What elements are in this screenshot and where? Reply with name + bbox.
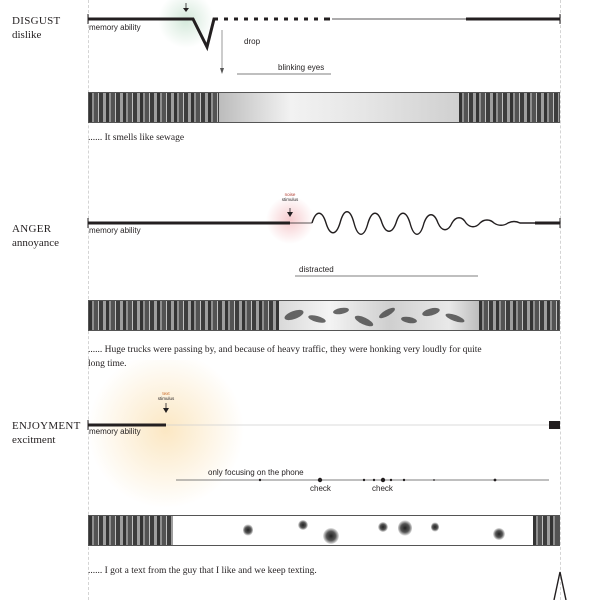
scenario-caption: ...... It smells like sewage	[88, 133, 185, 143]
stimulus-arrow	[287, 208, 293, 217]
photo-strip	[88, 92, 560, 123]
line-label: memory ability	[89, 427, 141, 436]
photo-street-left	[89, 301, 279, 330]
blur-spot	[243, 524, 253, 536]
spike-mark	[553, 571, 567, 600]
event-label-phone: only focusing on the phone	[208, 468, 304, 477]
event-label-drop: drop	[244, 37, 261, 46]
photo-strip	[88, 300, 560, 331]
line-label: memory ability	[89, 23, 141, 32]
emotion-name: ANGER	[12, 223, 52, 235]
stimulus-label: noise stimulus	[278, 192, 302, 202]
emotion-name: ENJOYMENT	[12, 420, 81, 432]
emotion-name: DISGUST	[12, 15, 61, 27]
scenario-caption: ...... I got a text from the guy that I …	[88, 566, 317, 576]
enjoyment-graph	[87, 403, 560, 483]
memory-line	[88, 17, 218, 52]
photo-street-left	[89, 516, 173, 545]
caption-line-2: long time.	[88, 359, 127, 369]
photo-street-left	[89, 93, 219, 122]
scenario-caption: ...... Huge trucks were passing by, and …	[88, 343, 482, 371]
photo-strip	[88, 515, 560, 546]
drop-arrow	[220, 30, 224, 74]
photo-street-right	[533, 516, 559, 545]
event-label-distracted: distracted	[299, 265, 334, 274]
emotion-feeling: annoyance	[12, 237, 60, 249]
blur-spot	[431, 522, 439, 532]
blur-spot	[398, 520, 412, 536]
caption-line-1: ...... Huge trucks were passing by, and …	[88, 345, 482, 355]
section-enjoyment: ENJOYMENT excitment text stimulus memory…	[0, 360, 600, 600]
truck-silhouettes	[284, 307, 465, 327]
disgust-graph	[87, 0, 561, 75]
memory-line-end	[549, 421, 560, 429]
stimulus-word: stimulus	[281, 197, 299, 202]
stimulus-type: noise	[284, 192, 296, 197]
guide-line-right	[560, 0, 561, 600]
emotion-label: ANGER annoyance	[12, 222, 59, 250]
emotion-feeling: excitment	[12, 434, 56, 446]
stimulus-glow	[88, 360, 244, 508]
stimulus-word: stimulus	[157, 396, 175, 401]
section-disgust: DISGUST dislike	[0, 0, 600, 160]
photo-street-right	[459, 93, 559, 122]
blur-spot	[323, 528, 339, 544]
stimulus-arrow	[163, 403, 169, 413]
check-points	[258, 477, 497, 483]
emotion-feeling: dislike	[12, 29, 42, 41]
stimulus-glow	[266, 196, 314, 244]
anger-graph	[87, 196, 561, 277]
stimulus-type: text	[162, 391, 170, 396]
blur-spot	[298, 520, 308, 530]
photo-phone-blur	[173, 516, 533, 545]
blur-spot	[493, 528, 505, 540]
enjoyment-glow-layer	[88, 360, 244, 508]
line-label: memory ability	[89, 226, 141, 235]
stimulus-label: text stimulus	[154, 391, 178, 401]
distraction-wave	[311, 211, 535, 235]
emotion-label: ENJOYMENT excitment	[12, 419, 81, 447]
event-label-check-2: check	[372, 484, 393, 493]
blur-spot	[378, 522, 388, 532]
event-label-check-1: check	[310, 484, 331, 493]
emotion-label: DISGUST dislike	[12, 14, 61, 42]
stimulus-arrow	[183, 3, 189, 12]
photo-foggy-square	[219, 93, 459, 122]
event-label-blinking: blinking eyes	[278, 63, 325, 72]
section-anger: ANGER annoyance noise stimulus memory ab…	[0, 180, 600, 380]
photo-street-right	[479, 301, 559, 330]
